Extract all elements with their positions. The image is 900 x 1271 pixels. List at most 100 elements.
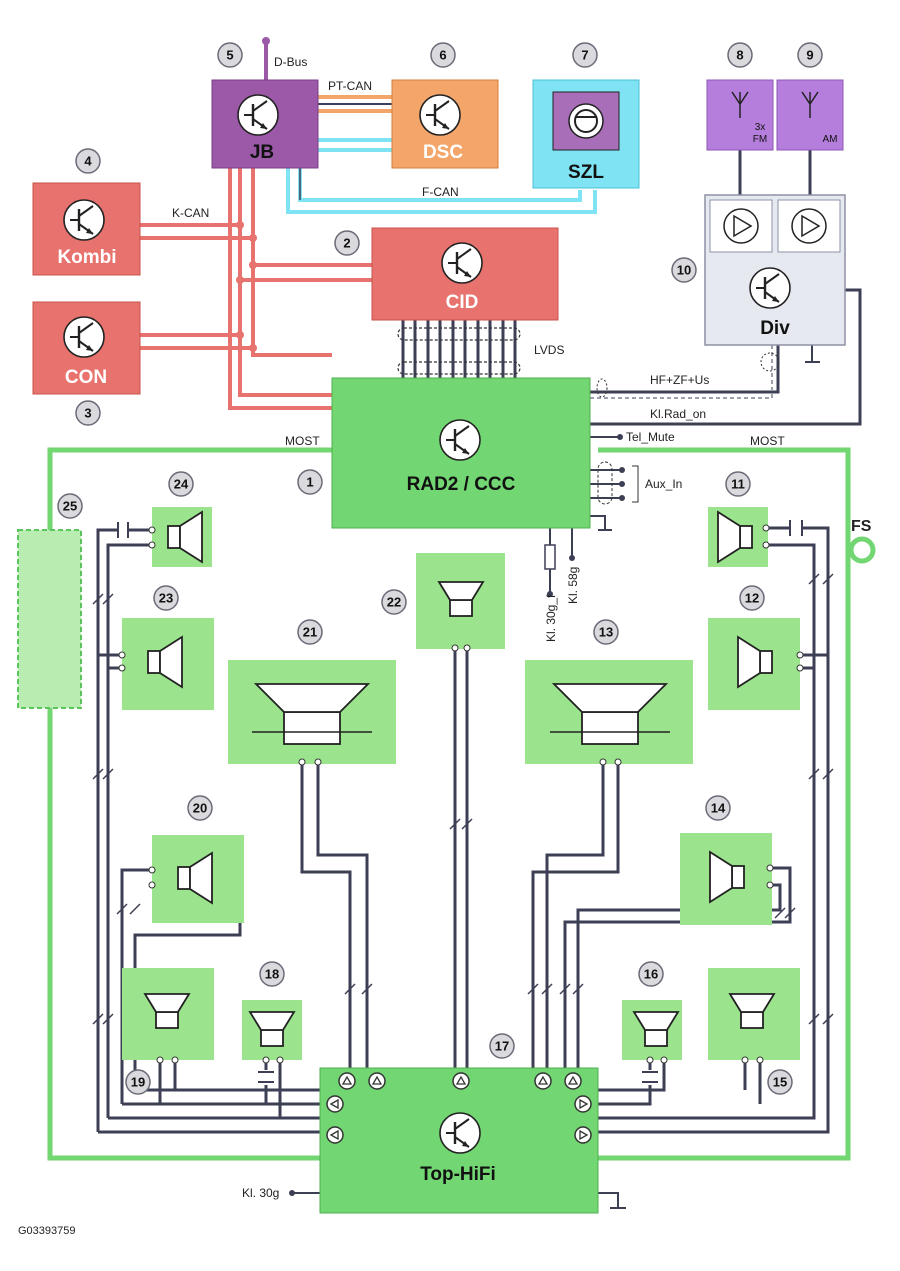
number-badge-label: 5: [226, 48, 233, 63]
speaker-20[interactable]: [148, 835, 244, 923]
optional-module-dashed[interactable]: [17, 529, 82, 709]
number-badge-label: 11: [731, 477, 745, 492]
dbus-terminal: [262, 37, 270, 45]
speaker-14[interactable]: [680, 833, 774, 925]
speaker-22[interactable]: [416, 553, 505, 652]
antenna-icon: [801, 91, 819, 118]
fs-label: FS: [851, 518, 872, 535]
lvds-label: LVDS: [534, 343, 564, 357]
number-badge-24: [168, 471, 194, 497]
speaker-15[interactable]: [708, 968, 800, 1064]
jb-module[interactable]: JB: [211, 79, 319, 169]
fm-antenna-module[interactable]: 3x FM: [706, 79, 774, 151]
number-badge-23: [153, 585, 179, 611]
number-badge-label: 8: [736, 48, 743, 63]
number-badge-8: [727, 42, 753, 68]
figure-id: G03393759: [18, 1225, 76, 1237]
number-badge-label: 10: [677, 263, 691, 278]
number-badge-5: [217, 42, 243, 68]
number-badge-2: [334, 230, 360, 256]
dsc-module[interactable]: DSC: [391, 79, 499, 169]
kl58g-label: Kl. 58g: [566, 567, 580, 604]
antenna-icon: [731, 91, 749, 118]
steering-wheel-icon: [568, 103, 604, 139]
most-right-label: MOST: [750, 434, 785, 448]
number-badge-label: 20: [193, 801, 207, 816]
speaker-24[interactable]: [148, 507, 212, 567]
number-badge-22: [381, 589, 407, 615]
dbus-label: D-Bus: [274, 55, 307, 69]
number-badge-16: [638, 961, 664, 987]
number-badge-label: 14: [711, 801, 726, 816]
amplifier-icon: [791, 208, 827, 244]
kombi-label: Kombi: [57, 247, 116, 268]
speaker-12[interactable]: [708, 618, 804, 710]
am-antenna-label: AM: [823, 134, 838, 145]
number-badge-label: 21: [303, 625, 317, 640]
speaker-23[interactable]: [118, 618, 214, 710]
hf-label: HF+ZF+Us: [650, 373, 709, 387]
number-badge-label: 15: [773, 1075, 787, 1090]
ptcan-label: PT-CAN: [328, 79, 372, 93]
am-antenna-module[interactable]: AM: [776, 79, 844, 151]
number-badge-1: [297, 469, 323, 495]
kombi-module[interactable]: Kombi: [32, 182, 141, 276]
dsc-label: DSC: [423, 142, 463, 163]
cid-module[interactable]: CID: [371, 227, 559, 321]
number-badge-4: [75, 148, 101, 174]
con-module[interactable]: CON: [32, 301, 141, 395]
jb-label: JB: [250, 142, 274, 163]
number-badge-label: 23: [159, 591, 173, 606]
number-badge-3: [75, 400, 101, 426]
div-label: Div: [760, 318, 790, 339]
kl30gf-label: Kl. 30g_f: [544, 594, 558, 642]
top-hifi-label: Top-HiFi: [420, 1164, 496, 1185]
klrad-label: Kl.Rad_on: [650, 407, 706, 421]
szl-module[interactable]: SZL: [532, 79, 640, 189]
number-badge-label: 6: [439, 48, 446, 63]
number-badge-label: 25: [63, 499, 77, 514]
speaker-16[interactable]: [622, 1000, 682, 1064]
number-badge-label: 12: [745, 591, 759, 606]
speaker-18[interactable]: [242, 1000, 302, 1064]
number-badge-label: 7: [581, 48, 588, 63]
number-badge-7: [572, 42, 598, 68]
number-badge-9: [797, 42, 823, 68]
number-badge-17: [489, 1033, 515, 1059]
rad-ccc-module[interactable]: RAD2 / CCC: [331, 377, 591, 529]
number-badge-15: [767, 1069, 793, 1095]
number-badge-label: 22: [387, 595, 401, 610]
speaker-21[interactable]: [228, 660, 396, 766]
number-badge-label: 4: [84, 154, 92, 169]
number-badge-label: 16: [644, 967, 658, 982]
number-badge-12: [739, 585, 765, 611]
cid-label: CID: [446, 292, 479, 313]
number-badge-label: 9: [806, 48, 813, 63]
con-label: CON: [65, 367, 107, 388]
most-ring: [47, 447, 851, 1161]
most-left-label: MOST: [285, 434, 320, 448]
number-badge-25: [57, 493, 83, 519]
auxin-label: Aux_In: [645, 477, 682, 491]
number-badge-19: [125, 1069, 151, 1095]
fs-loop: [848, 536, 876, 564]
speaker-13[interactable]: [525, 660, 693, 766]
fm-antenna-label-2: FM: [753, 134, 767, 145]
rad-ccc-label: RAD2 / CCC: [407, 474, 516, 495]
div-module[interactable]: Div: [704, 194, 846, 346]
fm-antenna-label-1: 3x: [755, 122, 766, 133]
szl-label: SZL: [568, 162, 604, 183]
number-badge-label: 19: [131, 1075, 145, 1090]
number-badge-6: [430, 42, 456, 68]
number-badge-11: [725, 471, 751, 497]
number-badge-label: 24: [174, 477, 189, 492]
top-hifi-module[interactable]: Top-HiFi: [319, 1067, 599, 1214]
number-badge-label: 13: [599, 625, 613, 640]
speaker-11[interactable]: [708, 507, 770, 567]
speaker-19[interactable]: [122, 968, 214, 1064]
number-badge-label: 3: [84, 406, 91, 421]
telmute-label: Tel_Mute: [626, 430, 675, 444]
number-badge-14: [705, 795, 731, 821]
